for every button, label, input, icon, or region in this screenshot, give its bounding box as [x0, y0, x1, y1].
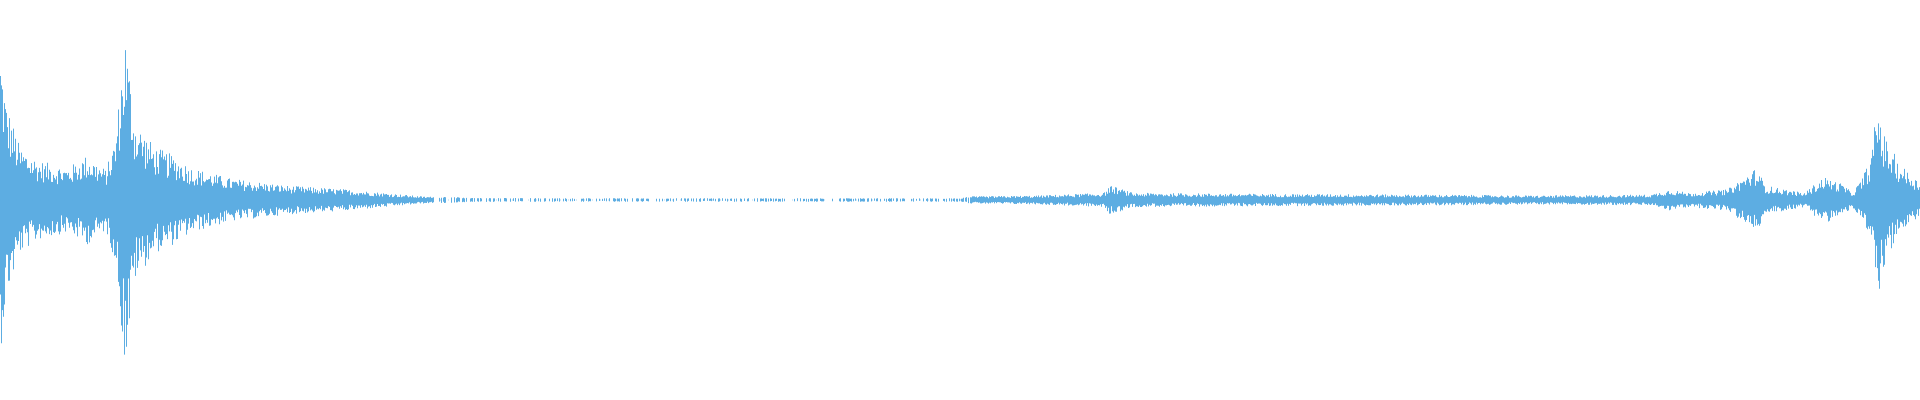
- waveform-path: [0, 50, 1920, 355]
- waveform-bars: [0, 50, 1920, 355]
